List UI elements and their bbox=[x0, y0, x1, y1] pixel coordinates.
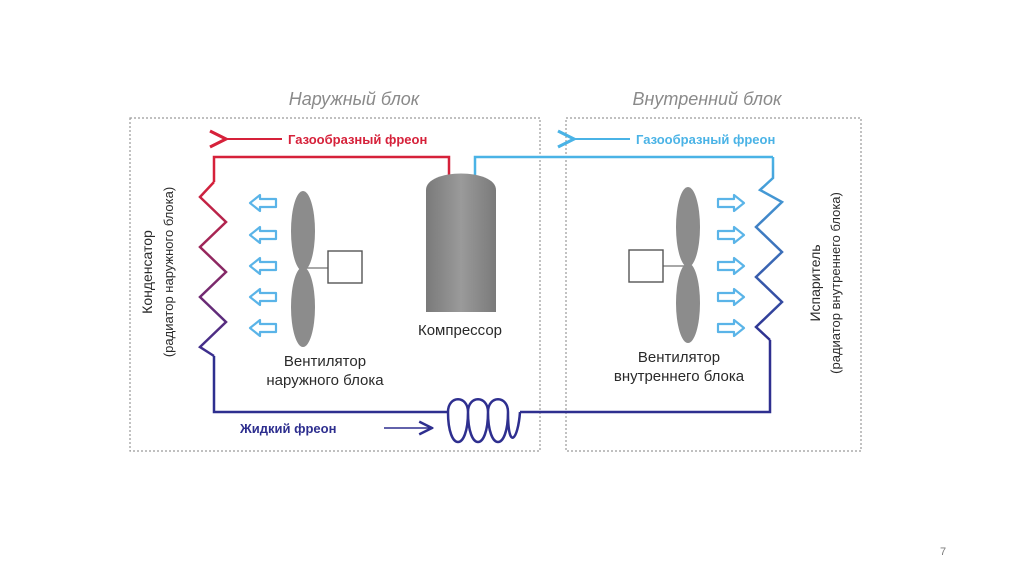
liquid-freon-label: Жидкий фреон bbox=[239, 421, 336, 436]
outdoor-air-arrows bbox=[248, 193, 278, 338]
indoor-block-border bbox=[565, 117, 862, 452]
slide-number: 7 bbox=[940, 546, 947, 558]
liquid-pipe-outdoor bbox=[212, 356, 448, 414]
indoor-fan-label-line1: Вентилятор bbox=[638, 349, 720, 366]
outdoor-block-title: Наружный блок bbox=[289, 89, 421, 109]
hot-gas-pipe bbox=[212, 155, 451, 182]
outdoor-fan-icon bbox=[291, 191, 363, 347]
evaporator-title: Испаритель bbox=[807, 244, 823, 321]
air-flow-arrow-icon bbox=[248, 225, 278, 245]
expansion-coil-top bbox=[446, 398, 510, 413]
condenser-title: Конденсатор bbox=[139, 230, 155, 314]
condenser-coil bbox=[197, 181, 228, 358]
evaporator-subtitle: (радиатор внутреннего блока) bbox=[828, 192, 843, 374]
air-flow-arrow-icon bbox=[716, 256, 746, 276]
expansion-coil bbox=[446, 411, 522, 444]
indoor-block-title: Внутренний блок bbox=[633, 89, 783, 109]
condenser-subtitle: (радиатор наружного блока) bbox=[161, 187, 176, 357]
compressor-label: Компрессор bbox=[418, 322, 502, 339]
outdoor-gas-label: Газообразный фреон bbox=[288, 132, 427, 147]
air-flow-arrow-icon bbox=[248, 318, 278, 338]
air-flow-arrow-icon bbox=[716, 318, 746, 338]
outdoor-block-border bbox=[129, 117, 541, 452]
evaporator-coil bbox=[754, 157, 785, 341]
outdoor-fan-label-line2: наружного блока bbox=[266, 372, 384, 389]
indoor-gas-label: Газообразный фреон bbox=[636, 132, 775, 147]
air-flow-arrow-icon bbox=[716, 287, 746, 307]
air-flow-arrow-icon bbox=[716, 193, 746, 213]
liquid-pipe-indoor bbox=[520, 340, 772, 414]
air-flow-arrow-icon bbox=[248, 287, 278, 307]
indoor-fan-label-line2: внутреннего блока bbox=[614, 368, 745, 385]
air-flow-arrow-icon bbox=[248, 256, 278, 276]
indoor-fan-icon bbox=[628, 187, 700, 343]
indoor-air-arrows bbox=[716, 193, 746, 338]
outdoor-fan-label-line1: Вентилятор bbox=[284, 353, 366, 370]
air-flow-arrow-icon bbox=[716, 225, 746, 245]
compressor-icon bbox=[426, 173, 496, 312]
cold-gas-pipe bbox=[473, 155, 773, 175]
air-flow-arrow-icon bbox=[248, 193, 278, 213]
